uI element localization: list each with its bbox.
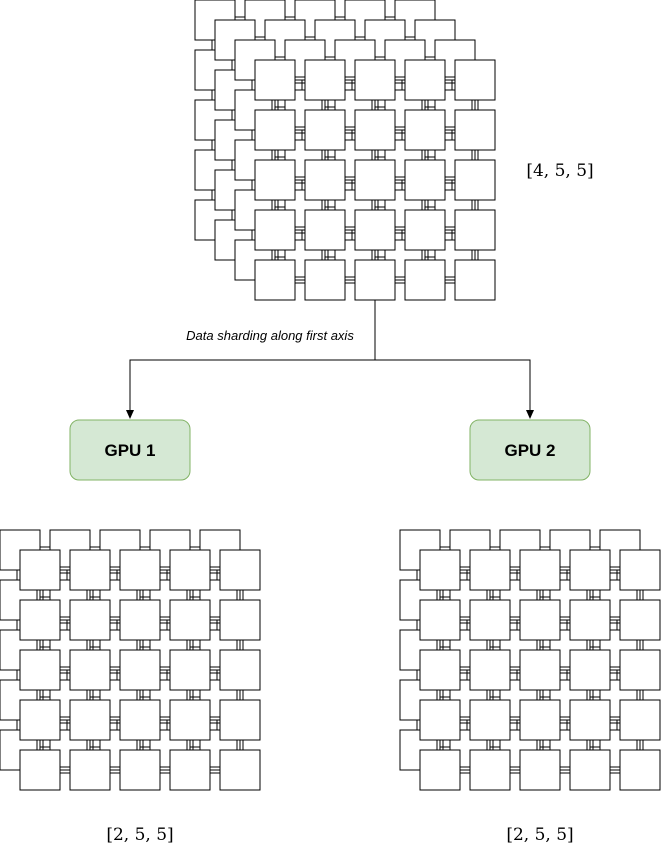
tensor-cell [19,749,61,791]
tensor-cell [569,749,611,791]
tensor-cell [469,699,511,741]
tensor-cell [119,749,161,791]
tensor-cell [304,159,346,201]
gpu-1-box: GPU 1 [69,419,191,481]
tensor-cell [419,599,461,641]
tensor-cell [19,599,61,641]
tensor-cell [619,599,661,641]
tensor-cell [419,749,461,791]
tensor-cell [169,749,211,791]
tensor-cell [69,599,111,641]
tensor-cell [219,749,261,791]
tensor-cell [354,209,396,251]
tensor-cell [354,59,396,101]
tensor-cell [119,649,161,691]
tensor-cell [69,549,111,591]
tensor-cell [519,699,561,741]
gpu-2-shard-grid [399,529,661,791]
gpu-1-label: GPU 1 [104,441,155,460]
gpu-1-shape [69,419,191,481]
tensor-cell [519,649,561,691]
tensor-cell [519,749,561,791]
tensor-cell [254,209,296,251]
tensor-cell [569,649,611,691]
tensor-cell [404,159,446,201]
tensor-cell [454,109,496,151]
tensor-cell [169,549,211,591]
tensor-layer [419,549,661,791]
tensor-cell [219,699,261,741]
tensor-cell [119,599,161,641]
tensor-cell [569,549,611,591]
tensor-cell [454,209,496,251]
tensor-cell [619,749,661,791]
arrow-to-gpu-1 [126,359,375,419]
tensor-cell [254,159,296,201]
tensor-cell [219,599,261,641]
tensor-cell [469,749,511,791]
tensor-cell [304,59,346,101]
tensor-cell [454,59,496,101]
tensor-cell [469,649,511,691]
sharding-edge-label: Data sharding along first axis [186,328,354,343]
tensor-cell [304,259,346,301]
tensor-cell [454,259,496,301]
tensor-cell [619,649,661,691]
tensor-cell [469,549,511,591]
tensor-cell [519,549,561,591]
gpu-2-label: GPU 2 [504,441,555,460]
tensor-cell [619,549,661,591]
tensor-cell [354,159,396,201]
tensor-cell [569,699,611,741]
tensor-cell [569,599,611,641]
tensor-cell [354,109,396,151]
tensor-cell [169,599,211,641]
tensor-cell [404,259,446,301]
tensor-cell [304,209,346,251]
tensor-cell [454,159,496,201]
source-tensor-grid [194,0,496,301]
arrow-to-gpu-2 [375,359,534,419]
gpu-2-box: GPU 2 [469,419,591,481]
tensor-cell [169,699,211,741]
tensor-cell [119,549,161,591]
tensor-cell [19,649,61,691]
tensor-cell [19,549,61,591]
tensor-cell [119,699,161,741]
tensor-cell [419,699,461,741]
tensor-cell [169,649,211,691]
tensor-cell [354,259,396,301]
gpu-2-shape [469,419,591,481]
source-tensor-shape: [4, 5, 5] [526,161,593,181]
gpu-2-shard-shape: [2, 5, 5] [506,825,573,845]
tensor-cell [254,109,296,151]
tensor-cell [19,699,61,741]
sharding-connector [126,300,534,419]
tensor-cell [469,599,511,641]
tensor-cell [404,209,446,251]
tensor-cell [219,649,261,691]
tensor-layer [254,59,496,301]
tensor-cell [404,59,446,101]
tensor-cell [254,259,296,301]
tensor-cell [519,599,561,641]
tensor-cell [404,109,446,151]
gpu-1-shard-grid [0,529,261,791]
tensor-cell [69,749,111,791]
gpu-1-shard-shape: [2, 5, 5] [106,825,173,845]
tensor-cell [619,699,661,741]
tensor-cell [69,699,111,741]
tensor-cell [254,59,296,101]
tensor-cell [419,649,461,691]
tensor-cell [69,649,111,691]
tensor-cell [219,549,261,591]
tensor-cell [304,109,346,151]
tensor-cell [419,549,461,591]
tensor-layer [19,549,261,791]
